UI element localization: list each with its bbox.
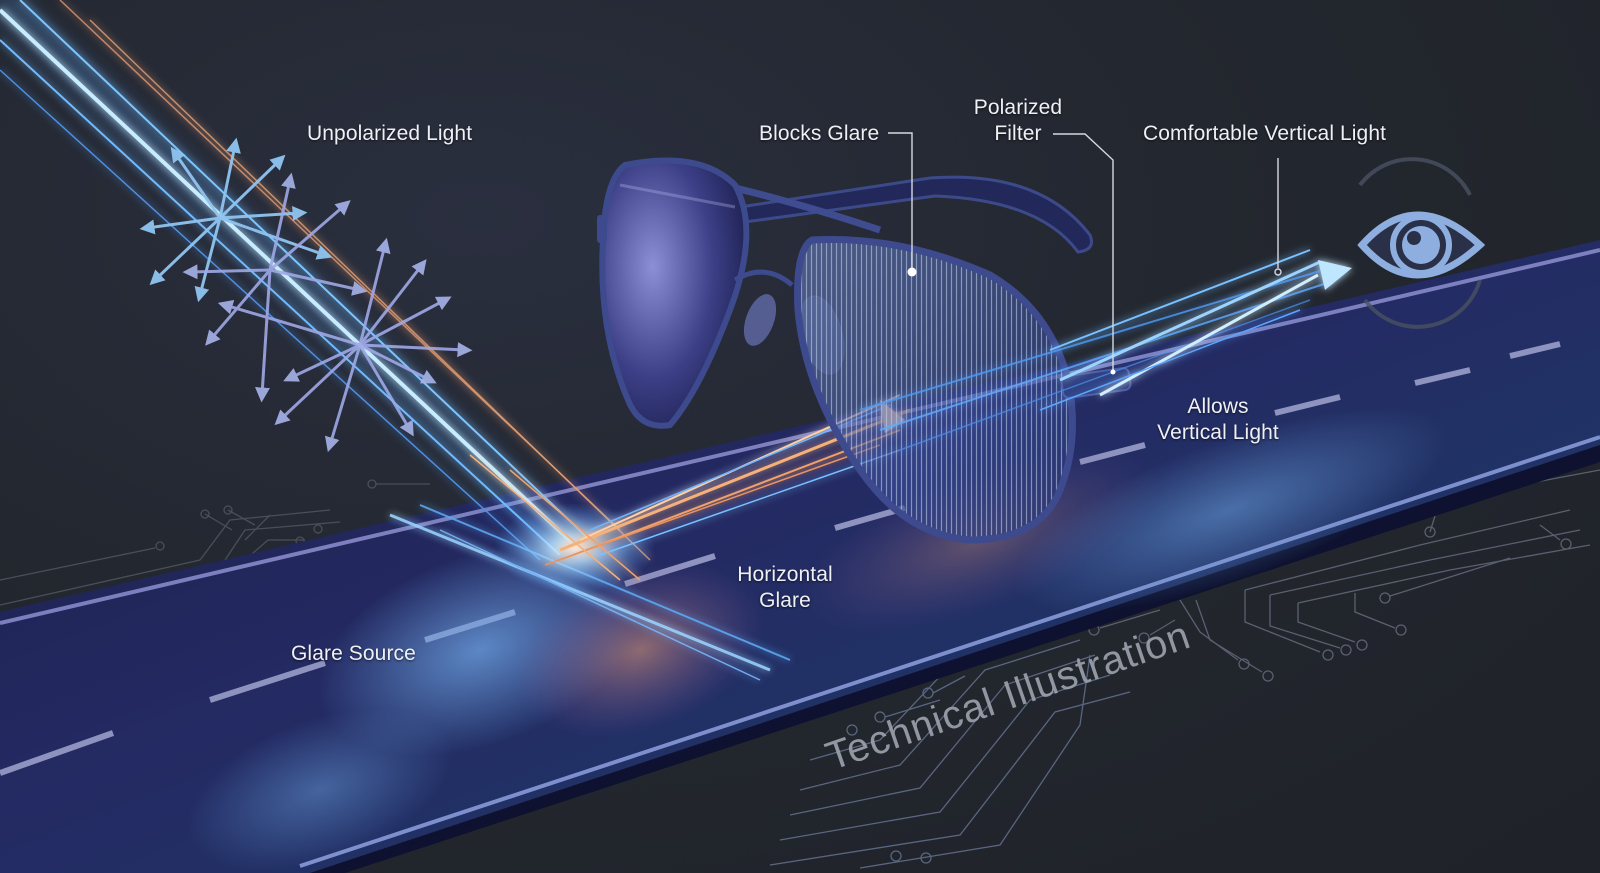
glare-source-label: Glare Source	[291, 642, 416, 665]
unpolarized-arrows-icon	[139, 137, 473, 453]
polarized-filter-line1: Polarized	[973, 96, 1063, 119]
circuit-trace-icon	[1088, 469, 1600, 682]
polarized-filter-label: Polarized Filter	[964, 95, 1072, 147]
horizontal-glare-line2: Glare	[759, 589, 811, 612]
allows-line1: Allows	[1187, 395, 1249, 418]
eye-icon	[1357, 157, 1486, 329]
blocks-glare-label: Blocks Glare	[759, 122, 880, 145]
allows-vertical-light-label: Allows Vertical Light	[1148, 394, 1288, 446]
comfortable-vertical-light-label: Comfortable Vertical Light	[1143, 122, 1387, 145]
horizontal-glare-line1: Horizontal	[737, 563, 833, 586]
leader-lines	[888, 132, 1282, 375]
allows-line2: Vertical Light	[1157, 421, 1279, 444]
sunglasses-icon	[597, 157, 1132, 544]
unpolarized-light-label: Unpolarized Light	[307, 122, 473, 145]
polarized-filter-line2: Filter	[994, 122, 1042, 145]
vertical-light-beam	[859, 249, 1352, 451]
horizontal-glare-label: Horizontal Glare	[725, 562, 845, 614]
